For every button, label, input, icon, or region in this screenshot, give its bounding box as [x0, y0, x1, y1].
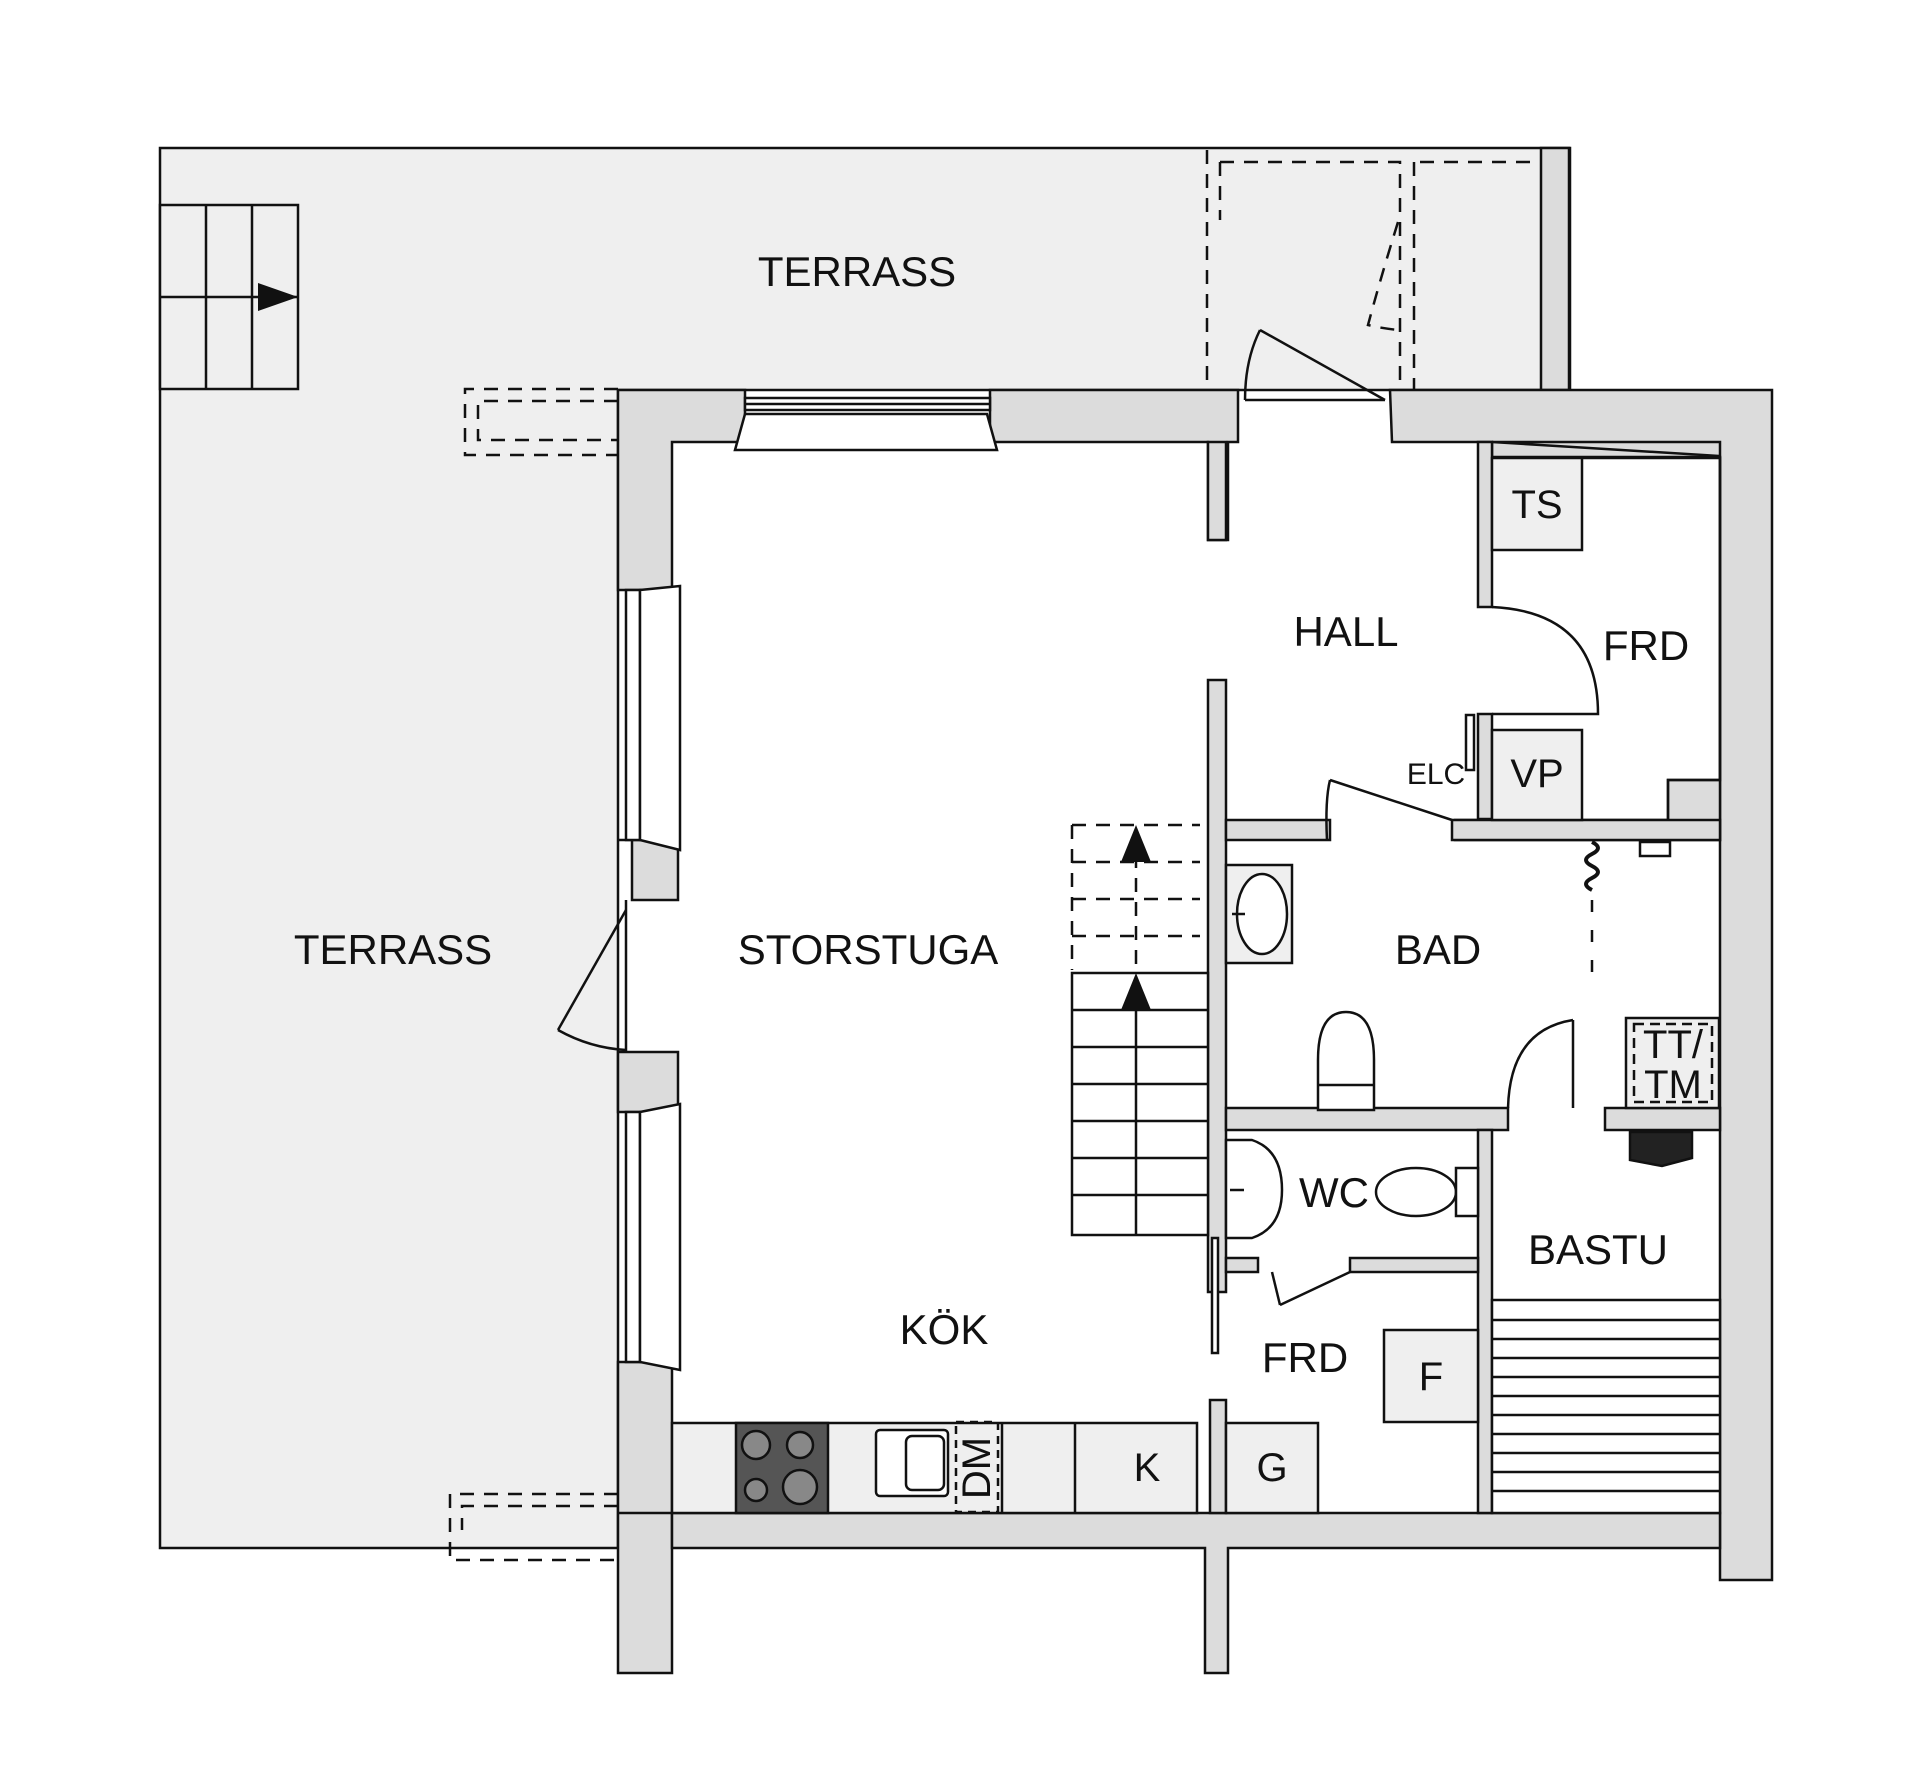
- door-entrance: [1243, 328, 1386, 402]
- fixture-label-vp: VP: [1510, 752, 1564, 796]
- shower-icon: [1584, 840, 1672, 980]
- room-label-hall: HALL: [1293, 608, 1399, 655]
- room-label-terrace-left: TERRASS: [293, 926, 493, 973]
- room-label-kok: KÖK: [899, 1306, 989, 1353]
- window-left-lower: [624, 1102, 682, 1372]
- g-box: [1224, 1421, 1320, 1515]
- fixture-label-tt: TT/: [1643, 1023, 1703, 1067]
- sauna-benches: [1490, 1298, 1722, 1515]
- room-label-bastu: BASTU: [1527, 1226, 1669, 1273]
- sink-bad-icon: [1224, 863, 1294, 965]
- interior-stair: [1070, 823, 1210, 1237]
- elc-panel: [1464, 713, 1476, 772]
- ts-box: [1490, 456, 1584, 552]
- stair-up-arrow-icon: [1121, 973, 1151, 1010]
- window-top: [733, 396, 999, 452]
- window-left-upper: [624, 584, 682, 852]
- tt-tm-box: [1624, 1016, 1721, 1110]
- f-box: [1382, 1328, 1480, 1424]
- stair-up-arrow-icon: [1121, 825, 1151, 862]
- kitchen-counter: [670, 1420, 1199, 1515]
- sauna-heater-icon: [1628, 1130, 1694, 1168]
- sink-wc-icon: [1224, 1138, 1284, 1240]
- door-terrace: [556, 900, 628, 1052]
- room-label-terrace-top: TERRASS: [757, 248, 957, 295]
- terrace-area: [158, 146, 1572, 1550]
- fixture-label-f: F: [1418, 1355, 1444, 1399]
- toilet-wc-icon: [1374, 1166, 1480, 1218]
- room-label-frd-top: FRD: [1602, 622, 1690, 669]
- fixture-label-k: K: [1133, 1446, 1161, 1490]
- room-label-storstuga: STORSTUGA: [737, 926, 999, 973]
- toilet-bad-icon: [1316, 1010, 1376, 1112]
- stair-arrow-icon: [258, 283, 298, 311]
- dashed-outline: [448, 150, 1540, 1562]
- room-label-bad: BAD: [1394, 926, 1482, 973]
- outdoor-stair: [158, 203, 300, 391]
- room-label-wc: WC: [1299, 1169, 1369, 1216]
- fixture-label-g: G: [1256, 1446, 1288, 1490]
- fixture-label-elc: ELC: [1406, 758, 1466, 791]
- fixture-label-tm: TM: [1644, 1063, 1702, 1107]
- fixture-label-dm: DM: [955, 1436, 999, 1500]
- fixture-label-ts: TS: [1511, 483, 1563, 527]
- room-label-frd-bottom: FRD: [1261, 1334, 1349, 1381]
- vp-box: [1490, 728, 1584, 822]
